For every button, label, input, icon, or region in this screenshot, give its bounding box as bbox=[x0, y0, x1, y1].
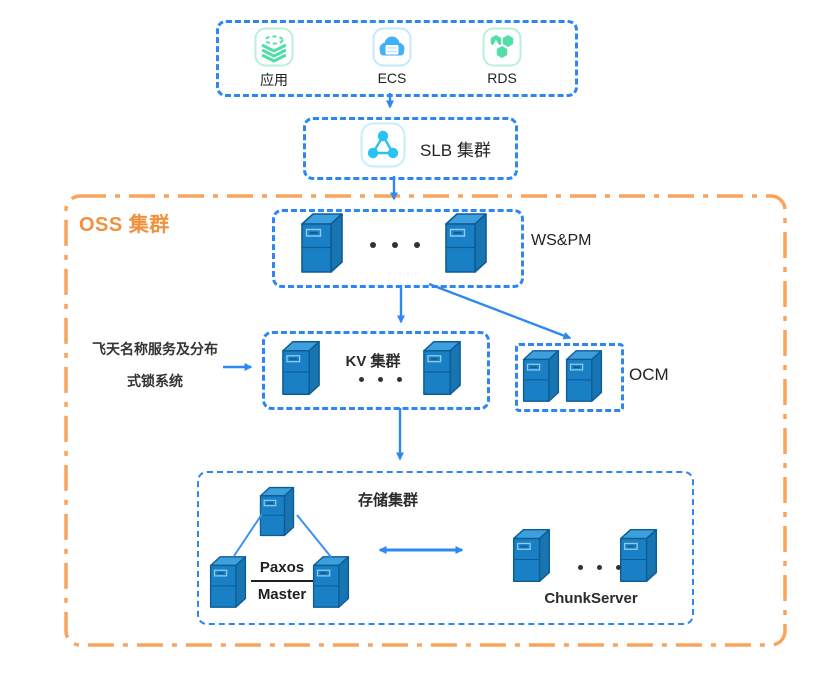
ocm-box bbox=[515, 343, 624, 412]
wspm-box bbox=[272, 209, 524, 288]
server-icon bbox=[312, 556, 350, 608]
server-icon bbox=[209, 556, 247, 608]
ecs-cloud-icon bbox=[372, 27, 412, 67]
ecs-label: ECS bbox=[377, 70, 407, 86]
server-icon bbox=[301, 213, 343, 273]
server-icon bbox=[445, 213, 487, 273]
note-line-1: 飞天名称服务及分布 bbox=[92, 341, 218, 357]
oss-cluster-boundary bbox=[64, 194, 787, 647]
app-item: 应用 bbox=[242, 27, 306, 90]
client-group-box bbox=[216, 20, 578, 97]
rds-item: RDS bbox=[470, 27, 534, 86]
kv-cluster-box bbox=[262, 331, 490, 410]
wspm-label: WS&PM bbox=[531, 232, 592, 249]
rds-label: RDS bbox=[487, 70, 517, 86]
ellipsis-icon bbox=[352, 377, 409, 382]
master-label: Master bbox=[257, 586, 307, 603]
ocm-label: OCM bbox=[629, 365, 669, 384]
ellipsis-icon bbox=[571, 565, 628, 570]
storage-cluster-box bbox=[197, 471, 694, 625]
paxos-label: Paxos bbox=[251, 559, 313, 582]
slb-nodes-icon bbox=[360, 122, 406, 168]
slb-cluster-label: SLB 集群 bbox=[420, 141, 491, 160]
kv-cluster-label: KV 集群 bbox=[345, 353, 401, 370]
apsara-name-service-note: 飞天名称服务及分布 式锁系统 bbox=[80, 342, 230, 388]
server-icon bbox=[512, 528, 551, 583]
rds-hexagons-icon bbox=[482, 27, 522, 67]
app-stack-icon bbox=[254, 27, 294, 67]
slb-cluster-box bbox=[303, 117, 518, 180]
chunkserver-label: ChunkServer bbox=[544, 590, 638, 607]
oss-cluster-label: OSS 集群 bbox=[79, 214, 170, 236]
ecs-item: ECS bbox=[360, 27, 424, 86]
server-icon bbox=[259, 486, 295, 537]
server-icon bbox=[619, 528, 658, 583]
server-icon bbox=[565, 350, 603, 402]
server-icon bbox=[522, 350, 560, 402]
storage-cluster-label: 存储集群 bbox=[358, 492, 419, 509]
paxos-master-label: Paxos Master bbox=[251, 559, 313, 603]
app-label: 应用 bbox=[260, 72, 288, 88]
ellipsis-icon bbox=[362, 242, 428, 248]
note-line-2: 式锁系统 bbox=[127, 373, 183, 389]
